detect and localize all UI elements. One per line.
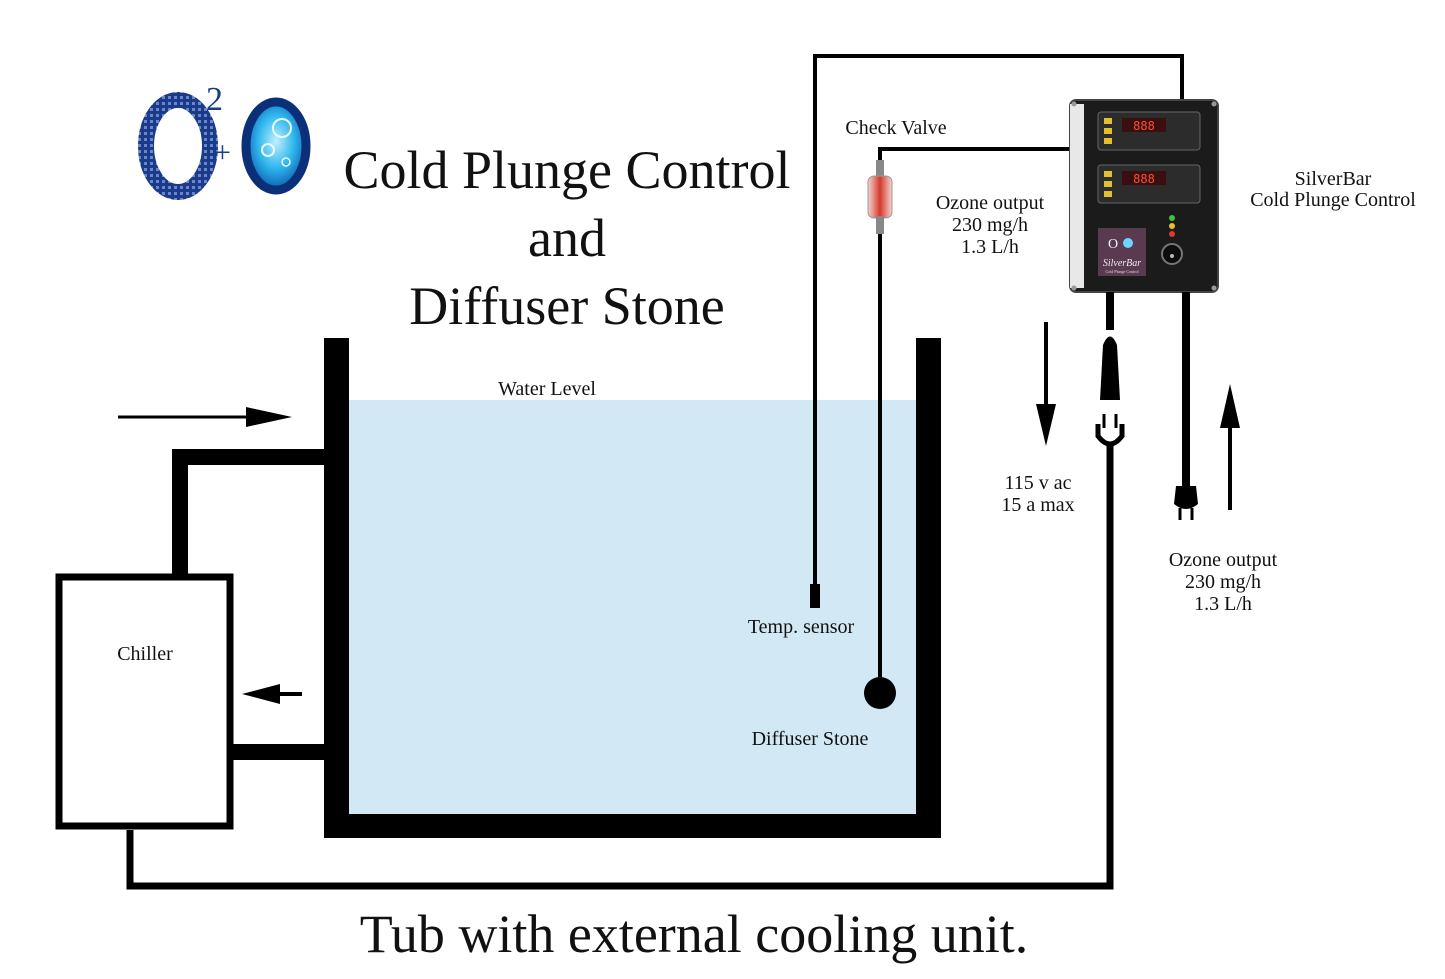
ozone-output-right-line3: 1.3 L/h xyxy=(1194,593,1252,615)
logo-superscript: 2 xyxy=(206,81,223,118)
thermostat-readout: 888 xyxy=(1133,119,1155,133)
title-line-3: Diffuser Stone xyxy=(409,276,724,336)
power-switch-indicator xyxy=(1170,254,1174,258)
page-title: Cold Plunge Control and Diffuser Stone xyxy=(343,140,790,336)
tub-floor xyxy=(324,814,941,838)
tub-wall-left xyxy=(324,338,349,836)
plug-icon xyxy=(1174,486,1198,509)
logo-o-right xyxy=(241,97,311,195)
controller-side-strip xyxy=(1070,104,1084,288)
flow-arrows xyxy=(1036,322,1240,510)
ozone-line: Check Valve Diffuser Stone Ozone output … xyxy=(752,117,1070,750)
ozone-tube xyxy=(878,147,1070,690)
inlet-pipe xyxy=(172,449,324,580)
check-valve xyxy=(867,160,893,234)
led-green xyxy=(1169,215,1175,221)
led-red xyxy=(1169,231,1175,237)
arrow-right-icon xyxy=(246,407,292,427)
chiller-power-cord xyxy=(126,442,1114,890)
brand-badge-logo: O xyxy=(1108,237,1118,252)
arrow-down-icon xyxy=(1036,404,1056,446)
arrow-left-icon xyxy=(242,684,280,704)
brand-badge-dot xyxy=(1123,238,1133,248)
brand-badge-name: SilverBar xyxy=(1103,258,1141,269)
controller: 888 888 O SilverBar Cold Plunge Control xyxy=(1069,99,1219,293)
temp-sensor-label: Temp. sensor xyxy=(748,616,855,638)
chiller-loop: Chiller xyxy=(55,407,1114,890)
ozone-output-left-line3: 1.3 L/h xyxy=(961,236,1019,258)
title-line-2: and xyxy=(528,208,606,268)
chiller-label: Chiller xyxy=(117,643,173,665)
footer-caption: Tub with external cooling unit. xyxy=(360,904,1028,964)
controller-name-line1: SilverBar xyxy=(1295,168,1372,190)
ozone-output-left-line2: 230 mg/h xyxy=(952,214,1028,236)
diffuser-stone-label: Diffuser Stone xyxy=(752,728,869,750)
logo: 2 + xyxy=(138,81,311,200)
check-valve-body xyxy=(867,175,893,219)
brand-badge xyxy=(1098,228,1146,276)
receptacle-housing xyxy=(1100,336,1120,400)
receptacle-icon xyxy=(1095,424,1125,447)
bubble-icon xyxy=(272,118,292,138)
controller-name-line2: Cold Plunge Control xyxy=(1250,189,1416,211)
bubble-icon xyxy=(281,157,291,167)
brand-badge-sub: Cold Plunge Control xyxy=(1105,269,1139,274)
led-yellow xyxy=(1169,223,1175,229)
timer-readout: 888 xyxy=(1133,172,1155,186)
power-cords xyxy=(1095,292,1198,520)
logo-plus: + xyxy=(214,136,231,169)
bubble-icon xyxy=(261,143,275,157)
diffuser-stone xyxy=(864,677,896,709)
arrow-up-icon xyxy=(1220,384,1240,428)
logo-o-left xyxy=(138,92,218,200)
check-valve-label: Check Valve xyxy=(845,117,946,139)
temp-sensor: Temp. sensor xyxy=(748,54,1184,638)
ozone-output-right-line2: 230 mg/h xyxy=(1185,571,1261,593)
ozone-output-right-line1: Ozone output xyxy=(1169,549,1278,571)
water-body xyxy=(348,400,916,816)
title-line-1: Cold Plunge Control xyxy=(343,140,790,200)
power-label-line1: 115 v ac xyxy=(1004,472,1071,494)
sensor-cable xyxy=(813,54,1184,586)
ozone-output-left-line1: Ozone output xyxy=(936,192,1045,214)
tub-wall-right xyxy=(916,338,941,836)
water-level-label: Water Level xyxy=(498,378,596,400)
tub: Water Level xyxy=(324,338,941,838)
chiller-box xyxy=(55,573,234,830)
sensor-probe xyxy=(810,584,820,608)
power-label-line2: 15 a max xyxy=(1001,494,1074,516)
